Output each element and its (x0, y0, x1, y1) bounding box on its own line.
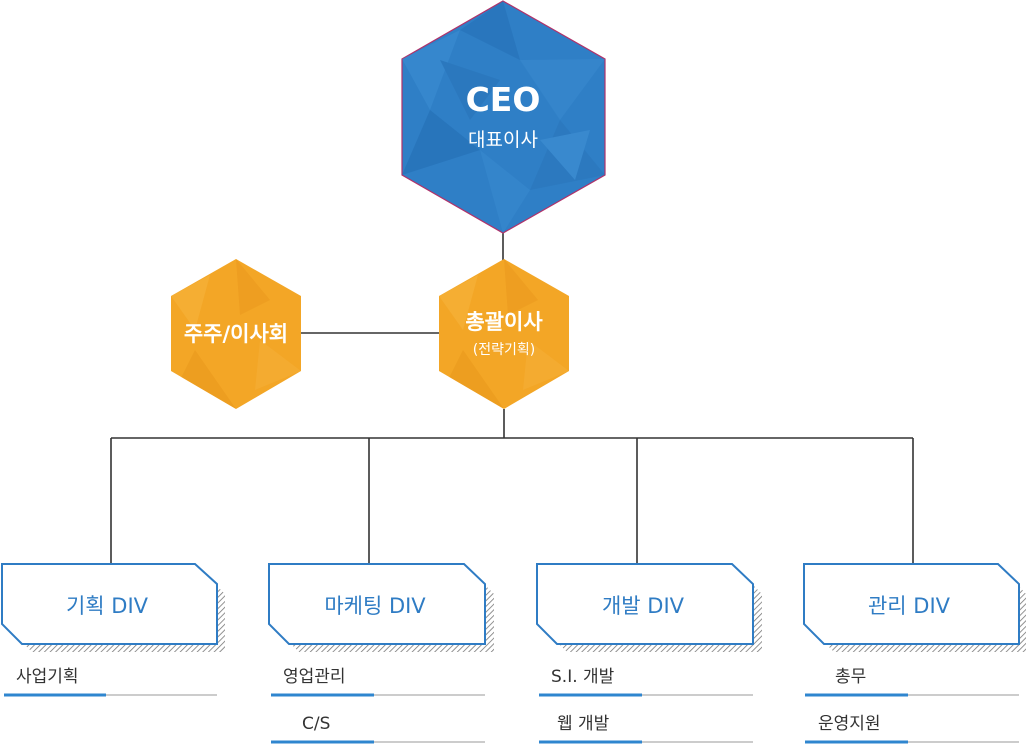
division-2-item-2: C/S (302, 714, 330, 734)
division-2: 마케팅 DIV (268, 563, 494, 652)
division-4-title: 관리 DIV (868, 594, 951, 618)
division-2-box (268, 563, 486, 645)
division-1: 기획 DIV (1, 563, 225, 652)
division-3-item-1: S.I. 개발 (551, 667, 615, 687)
division-3-item-2: 웹 개발 (557, 714, 610, 734)
division-1-item-1: 사업기획 (16, 667, 79, 687)
ceo-title: CEO (466, 80, 541, 119)
division-3-box (536, 563, 754, 645)
connector-lines (110, 233, 914, 563)
division-3-title: 개발 DIV (602, 594, 685, 618)
division-3: 개발 DIV (536, 563, 762, 652)
division-2-title: 마케팅 DIV (324, 594, 426, 618)
board-facets (171, 259, 301, 409)
division-2-items: 영업관리 C/S (271, 667, 485, 744)
board-node: 주주/이사회 (171, 259, 301, 409)
division-4-box (803, 563, 1020, 645)
division-1-box (1, 563, 218, 645)
director-node: 총괄이사 (전략기획) (439, 259, 569, 409)
division-2-item-1: 영업관리 (283, 667, 346, 687)
division-1-title: 기획 DIV (66, 594, 149, 618)
ceo-subtitle: 대표이사 (468, 129, 538, 151)
director-title: 총괄이사 (465, 310, 543, 334)
division-3-items: S.I. 개발 웹 개발 (539, 667, 753, 744)
division-4-item-1: 총무 (835, 667, 866, 687)
division-4-item-2: 운영지원 (818, 714, 881, 734)
director-subtitle: (전략기획) (473, 342, 535, 358)
director-facets (439, 259, 569, 409)
division-4: 관리 DIV (803, 563, 1026, 652)
ceo-facets (402, 1, 605, 233)
division-4-items: 총무 운영지원 (805, 667, 1019, 744)
division-1-items: 사업기획 (4, 667, 217, 697)
director-hexagon (439, 259, 569, 409)
board-title: 주주/이사회 (184, 322, 288, 346)
ceo-node: CEO 대표이사 (401, 0, 606, 234)
